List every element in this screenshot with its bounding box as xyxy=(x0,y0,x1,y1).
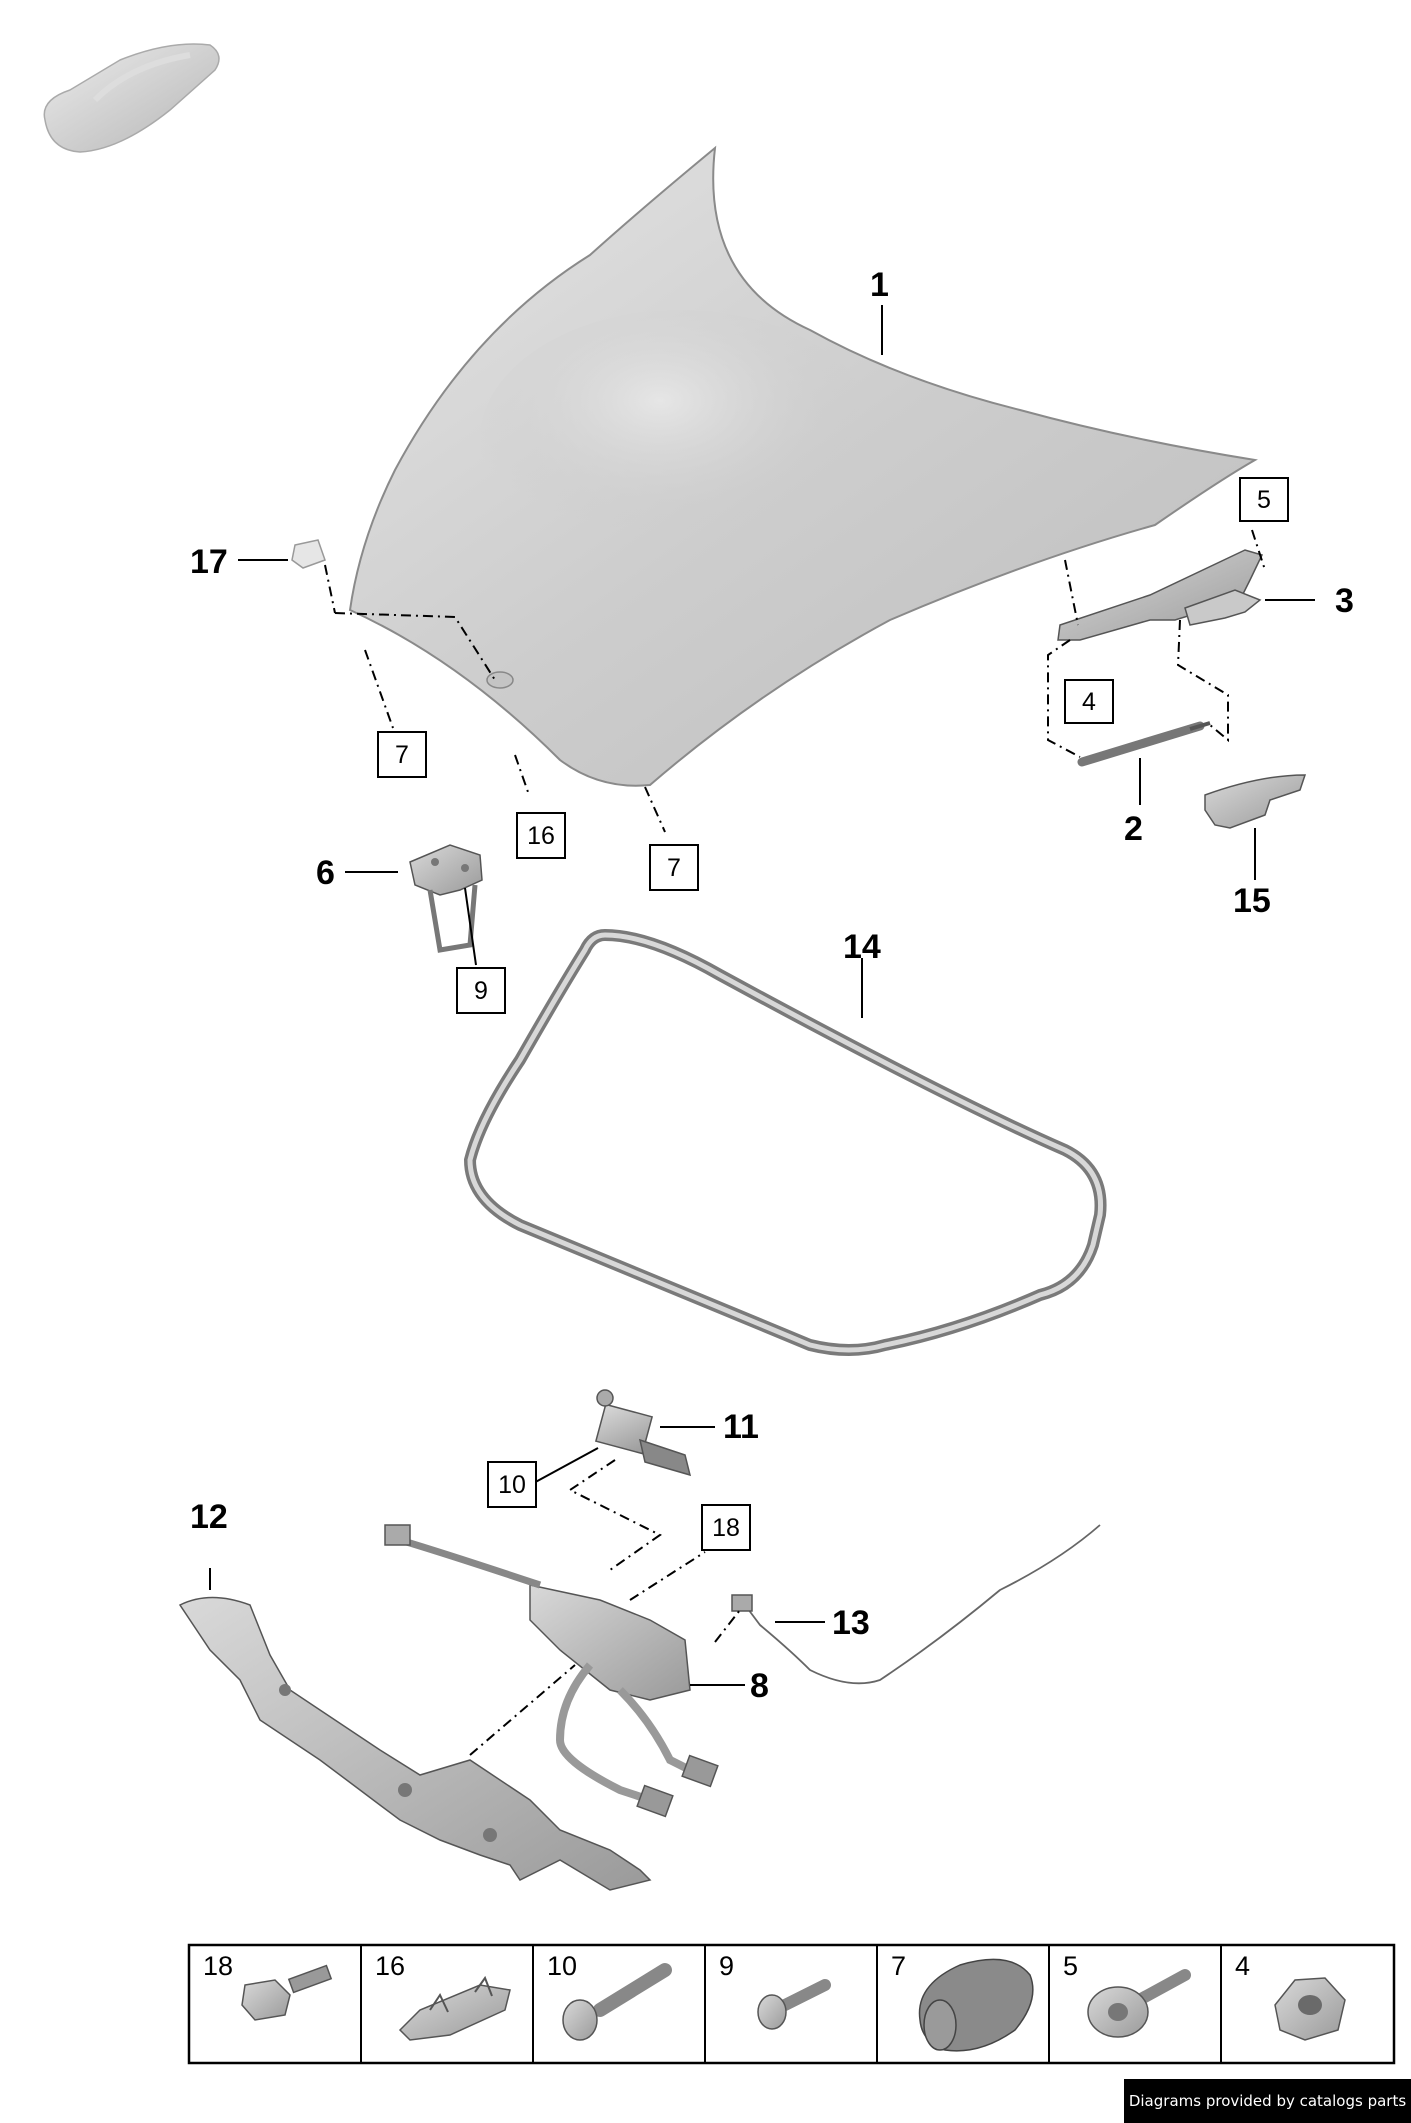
callout-3: 3 xyxy=(1335,582,1354,620)
callout-11: 11 xyxy=(723,1408,759,1446)
boxed-references: 5 4 7 16 7 9 10 18 xyxy=(377,477,1289,1551)
svg-text:4: 4 xyxy=(1082,688,1096,716)
torx-bolt-short-icon xyxy=(757,1979,831,2030)
box-ref-18: 18 xyxy=(701,1504,751,1551)
hood-seal xyxy=(463,928,1107,1356)
table-cell-16: 16 xyxy=(375,1951,511,2041)
svg-text:10: 10 xyxy=(498,1471,526,1499)
table-cell-4: 4 xyxy=(1235,1951,1346,2041)
hood-panel xyxy=(348,145,1258,787)
table-cell-7: 7 xyxy=(891,1951,1034,2052)
release-cable xyxy=(731,1524,1101,1685)
svg-text:9: 9 xyxy=(719,1951,734,1981)
svg-text:7: 7 xyxy=(395,741,409,769)
callout-12: 12 xyxy=(190,1498,228,1536)
box-ref-16: 16 xyxy=(516,812,566,859)
gas-strut xyxy=(1077,721,1211,767)
svg-text:18: 18 xyxy=(203,1951,233,1981)
callout-15: 15 xyxy=(1233,882,1271,920)
svg-text:16: 16 xyxy=(527,822,555,850)
svg-text:7: 7 xyxy=(667,854,681,882)
table-cell-9: 9 xyxy=(719,1951,831,2030)
box-ref-4: 4 xyxy=(1064,679,1114,724)
callout-8: 8 xyxy=(750,1667,769,1705)
callout-6: 6 xyxy=(316,854,335,892)
svg-text:16: 16 xyxy=(375,1951,405,1981)
diagram-credit: Diagrams provided by catalogs parts xyxy=(1124,2079,1411,2123)
svg-text:9: 9 xyxy=(474,977,488,1005)
svg-text:5: 5 xyxy=(1257,486,1271,514)
callout-14: 14 xyxy=(843,928,881,966)
svg-text:5: 5 xyxy=(1063,1951,1078,1981)
box-ref-7-left: 7 xyxy=(377,731,427,778)
box-ref-5: 5 xyxy=(1239,477,1289,522)
torx-bolt-long-icon xyxy=(562,1963,672,2041)
box-ref-9: 9 xyxy=(456,967,506,1014)
leader-lines xyxy=(209,305,1315,1756)
hex-flange-nut-icon xyxy=(1274,1977,1346,2041)
lock-carrier xyxy=(178,1596,652,1891)
latch-handle xyxy=(1204,774,1307,829)
emblem-cap xyxy=(291,539,326,569)
svg-text:18: 18 xyxy=(712,1514,740,1542)
table-cell-18: 18 xyxy=(203,1951,333,2021)
striker-plate xyxy=(409,844,483,953)
callout-17: 17 xyxy=(190,543,228,581)
hinge-bracket xyxy=(1057,549,1264,641)
table-cell-10: 10 xyxy=(547,1951,672,2041)
actuator xyxy=(594,1389,692,1477)
callout-1: 1 xyxy=(870,266,889,304)
box-ref-10: 10 xyxy=(487,1461,537,1508)
svg-text:10: 10 xyxy=(547,1951,577,1981)
table-cell-5: 5 xyxy=(1063,1951,1191,2038)
box-ref-7-right: 7 xyxy=(649,844,699,891)
car-thumbnail-icon xyxy=(43,43,220,153)
hex-flange-bolt-icon xyxy=(241,1964,333,2021)
svg-text:4: 4 xyxy=(1235,1951,1250,1981)
double-clip-icon xyxy=(398,1975,511,2041)
callout-13: 13 xyxy=(832,1604,870,1642)
rubber-buffer-icon xyxy=(918,1958,1034,2052)
hood-latch xyxy=(384,1524,719,1818)
fastener-table: 18 16 10 9 xyxy=(187,1943,1396,2065)
washer-bolt-icon xyxy=(1087,1969,1191,2038)
callout-labels: 1 17 3 2 15 6 14 11 12 13 8 xyxy=(190,266,1354,1705)
svg-text:7: 7 xyxy=(891,1951,906,1981)
callout-2: 2 xyxy=(1124,810,1143,848)
